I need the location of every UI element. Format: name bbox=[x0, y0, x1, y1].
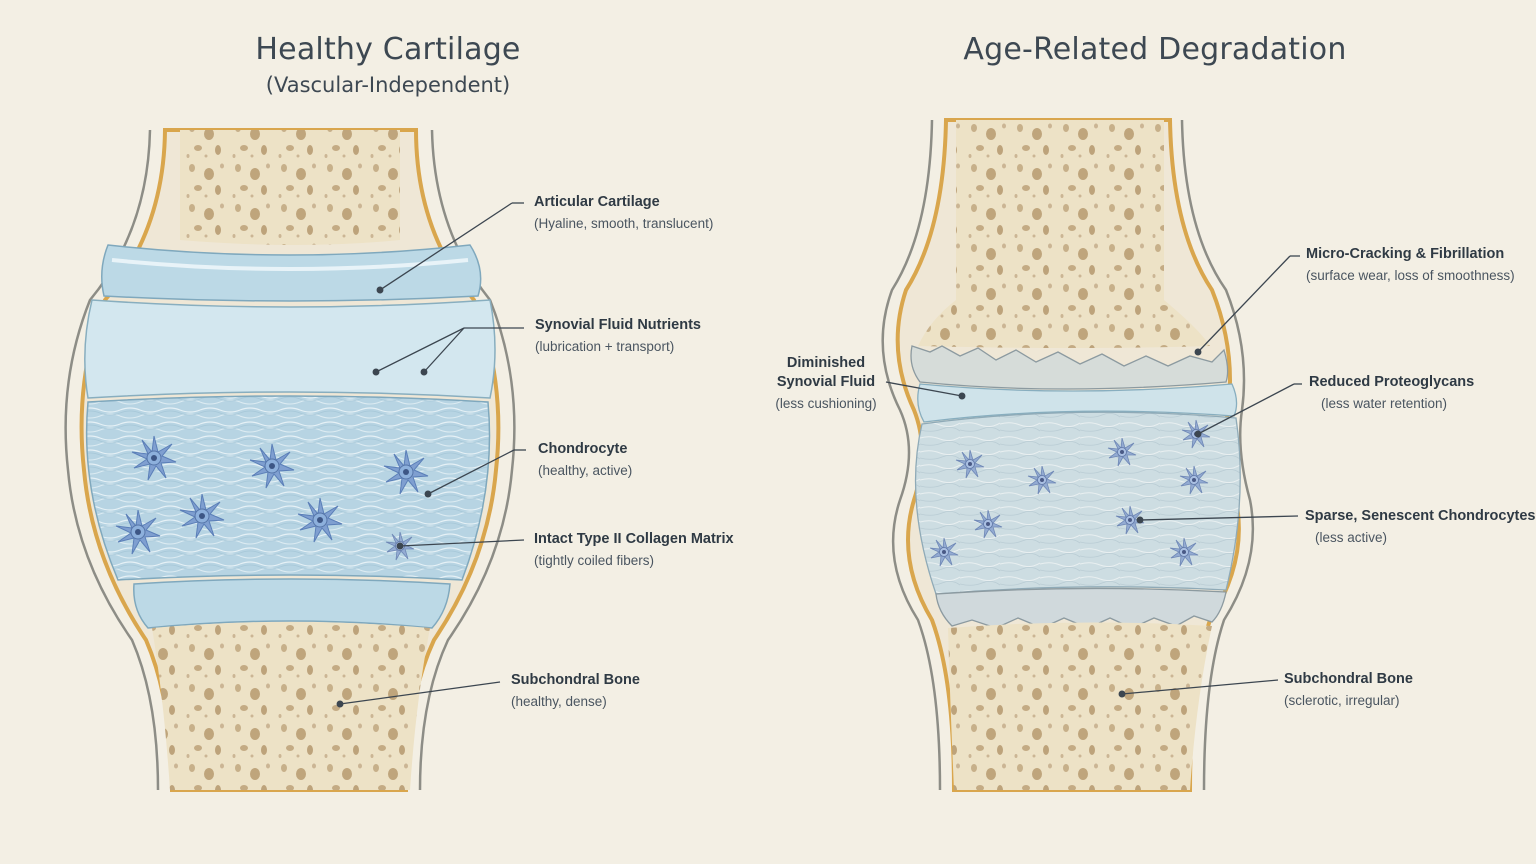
healthy-title: Healthy Cartilage bbox=[255, 32, 521, 67]
label-desc: (less active) bbox=[1315, 529, 1388, 545]
leader-lines-right bbox=[885, 255, 1302, 698]
label-chondrocyte: Chondrocyte (healthy, active) bbox=[538, 440, 632, 479]
articular-cartilage-upper bbox=[101, 244, 482, 302]
capsule-outer-right bbox=[1180, 119, 1255, 791]
capsule-outer-left bbox=[881, 119, 942, 791]
label-desc: (healthy, active) bbox=[538, 462, 633, 478]
label-synovial-fluid: Synovial Fluid Nutrients (lubrication + … bbox=[535, 316, 701, 355]
label-title: Subchondral Bone bbox=[1284, 671, 1413, 687]
upper-bone bbox=[918, 120, 1210, 348]
degradation-title: Age-Related Degradation bbox=[963, 32, 1347, 67]
healthy-subtitle: (Vascular-Independent) bbox=[265, 73, 511, 97]
label-title: Articular Cartilage bbox=[534, 194, 660, 210]
fibrillated-cartilage-upper bbox=[910, 345, 1229, 390]
fibrillated-cartilage-lower bbox=[935, 587, 1227, 629]
synovial-fluid bbox=[84, 299, 496, 399]
articular-cartilage-lower bbox=[133, 578, 451, 629]
degraded-joint bbox=[881, 118, 1302, 792]
leader-lines-left bbox=[336, 202, 526, 708]
lower-bone bbox=[152, 622, 430, 790]
label-articular-cartilage: Articular Cartilage (Hyaline, smooth, tr… bbox=[534, 193, 713, 232]
label-collagen-matrix: Intact Type II Collagen Matrix (tightly … bbox=[534, 530, 734, 569]
label-title: Intact Type II Collagen Matrix bbox=[534, 531, 734, 547]
label-desc: (tightly coiled fibers) bbox=[534, 552, 655, 568]
label-desc: (healthy, dense) bbox=[511, 693, 607, 709]
label-title-line1: Diminished bbox=[786, 355, 866, 371]
label-desc: (less water retention) bbox=[1321, 395, 1448, 411]
upper-bone bbox=[180, 130, 400, 245]
label-desc: (sclerotic, irregular) bbox=[1284, 692, 1400, 708]
cartilage-highlight bbox=[111, 258, 469, 271]
label-title: Micro-Cracking & Fibrillation bbox=[1306, 246, 1505, 262]
diminished-synovial-fluid bbox=[917, 383, 1238, 423]
label-title: Chondrocyte bbox=[538, 441, 628, 457]
degraded-matrix bbox=[914, 411, 1241, 595]
label-title: Synovial Fluid Nutrients bbox=[535, 317, 701, 333]
label-subchondral-bone: Subchondral Bone (healthy, dense) bbox=[511, 671, 640, 710]
label-desc: (less cushioning) bbox=[775, 395, 877, 411]
label-senescent-chondrocytes: Sparse, Senescent Chondrocytes (less act… bbox=[1305, 507, 1535, 546]
label-desc: (lubrication + transport) bbox=[535, 338, 675, 354]
healthy-joint bbox=[64, 128, 526, 792]
label-title: Subchondral Bone bbox=[511, 672, 640, 688]
label-micro-cracking: Micro-Cracking & Fibrillation (surface w… bbox=[1306, 245, 1515, 284]
label-desc: (Hyaline, smooth, translucent) bbox=[534, 215, 714, 231]
label-diminished-fluid: Diminished Synovial Fluid (less cushioni… bbox=[766, 354, 886, 412]
label-reduced-proteoglycans: Reduced Proteoglycans (less water retent… bbox=[1309, 373, 1474, 412]
right-panel-title: Age-Related Degradation bbox=[905, 32, 1405, 67]
collagen-matrix bbox=[85, 395, 491, 581]
label-title-line2: Synovial Fluid bbox=[776, 373, 876, 390]
label-title: Reduced Proteoglycans bbox=[1309, 374, 1475, 390]
left-panel-title: Healthy Cartilage (Vascular-Independent) bbox=[188, 32, 588, 97]
label-subchondral-bone-aged: Subchondral Bone (sclerotic, irregular) bbox=[1284, 670, 1413, 709]
label-title: Sparse, Senescent Chondrocytes bbox=[1305, 508, 1536, 524]
lower-bone bbox=[948, 622, 1212, 790]
label-desc: (surface wear, loss of smoothness) bbox=[1306, 267, 1515, 283]
